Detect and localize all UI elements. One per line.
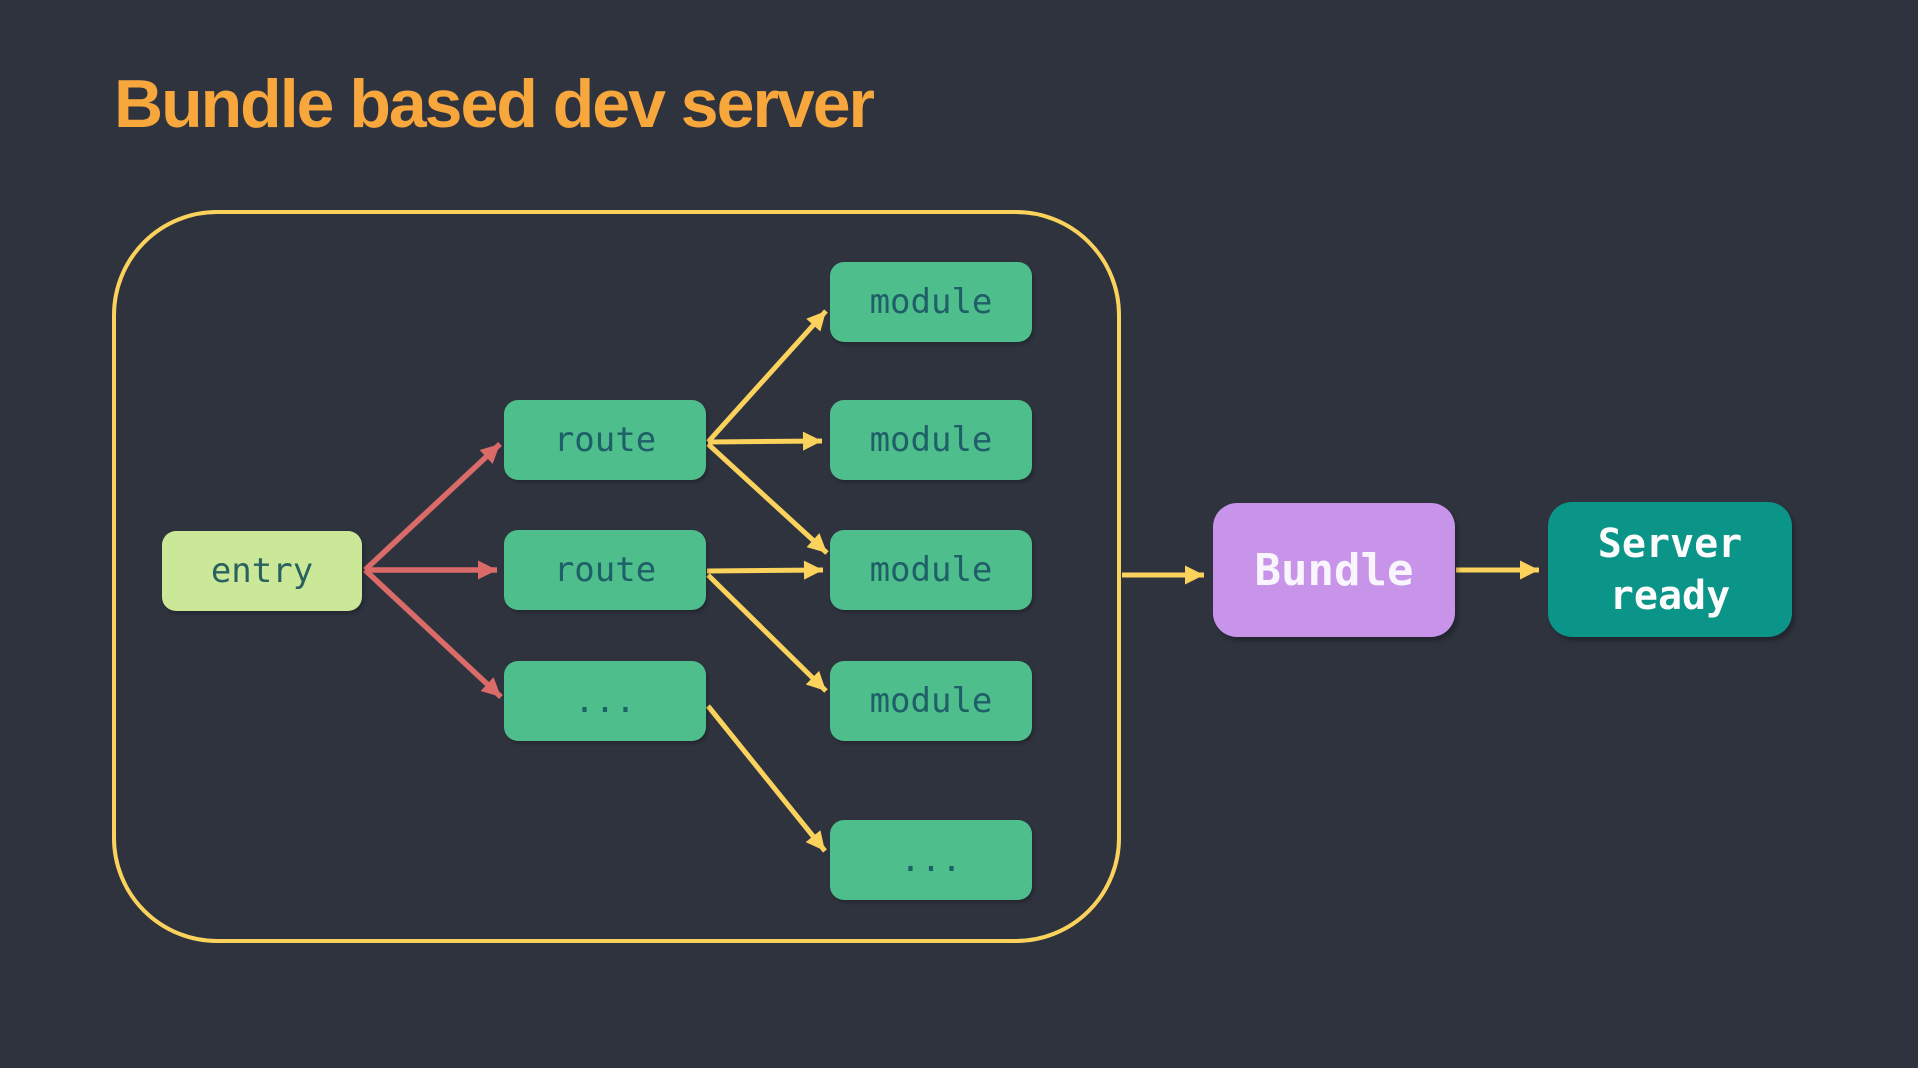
module-node-2: module [830, 400, 1032, 480]
module-node-3: module [830, 530, 1032, 610]
route-node-2: route [504, 530, 706, 610]
module-ellipsis-node: ... [830, 820, 1032, 900]
module-node-1: module [830, 262, 1032, 342]
bundle-boundary-outline [112, 210, 1121, 943]
entry-node: entry [162, 531, 362, 611]
page-title: Bundle based dev server [114, 66, 875, 142]
route-ellipsis-node: ... [504, 661, 706, 741]
server-ready-line2: ready [1609, 572, 1731, 619]
module-node-4: module [830, 661, 1032, 741]
server-ready-line1: Server [1597, 520, 1743, 567]
server-ready-node: Server ready [1548, 502, 1792, 637]
route-node-1: route [504, 400, 706, 480]
bundle-node: Bundle [1213, 503, 1455, 637]
